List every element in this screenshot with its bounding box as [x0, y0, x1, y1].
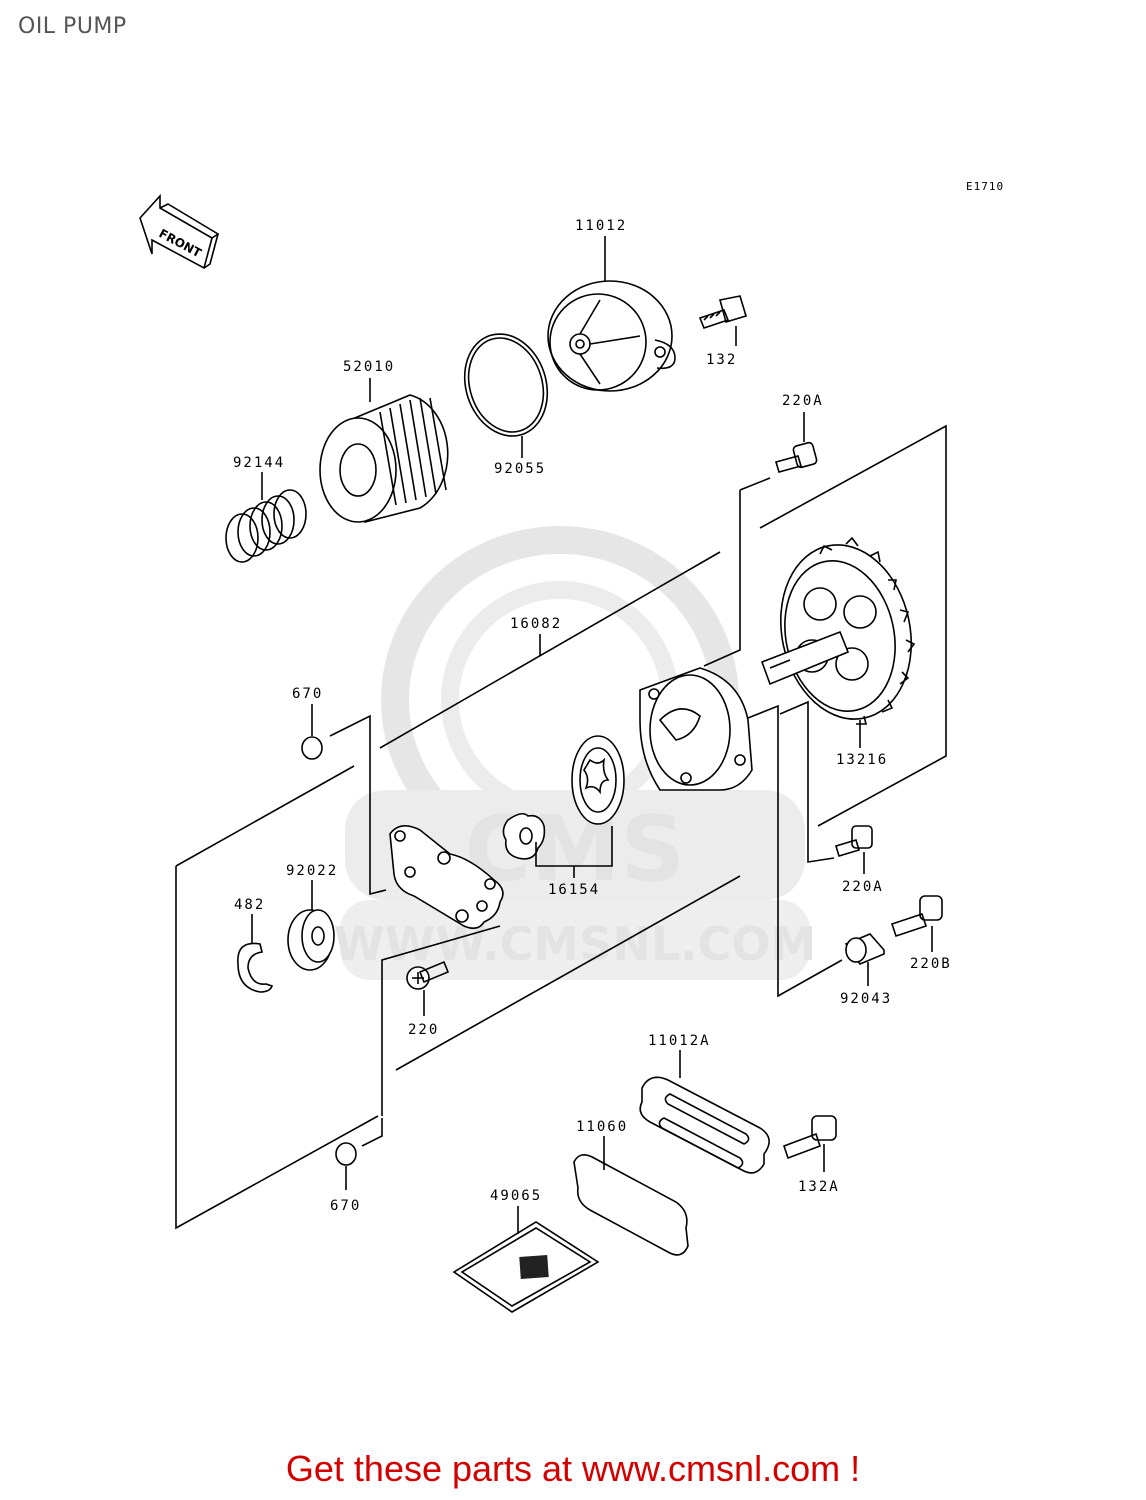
bolt-220a-mid-part: [835, 825, 873, 857]
dowel-92043-part: [844, 933, 885, 965]
part-label-13216: 13216: [836, 752, 888, 768]
o-ring-670-bottom-part: [335, 1142, 357, 1166]
part-label-49065: 49065: [490, 1188, 542, 1204]
oil-strainer-49065-part: [452, 1221, 600, 1313]
part-label-11012a: 11012A: [648, 1033, 711, 1049]
gasket-11060-part: [573, 1154, 689, 1256]
watermark-logo-text: CMS: [465, 797, 685, 902]
part-label-220: 220: [408, 1022, 439, 1038]
bolt-132-part: [698, 295, 747, 329]
spring-92144-part: [225, 489, 307, 563]
part-label-220a-top: 220A: [782, 393, 824, 409]
rotor-inner-part: [502, 812, 546, 860]
part-label-132a: 132A: [798, 1179, 840, 1195]
diagram-code: E1710: [966, 180, 1004, 193]
part-label-92022: 92022: [286, 863, 338, 879]
part-label-482: 482: [234, 897, 265, 913]
rotor-outer-part: [571, 735, 625, 825]
part-label-92144: 92144: [233, 455, 285, 471]
circlip-482-part: [237, 942, 274, 993]
part-label-11060: 11060: [576, 1119, 628, 1135]
bolt-220a-top-part: [774, 441, 818, 473]
part-label-220a-mid: 220A: [842, 879, 884, 895]
pump-body-16082-part: [639, 667, 753, 791]
part-label-92043: 92043: [840, 991, 892, 1007]
bolt-220b-part: [890, 895, 943, 938]
o-ring-670-top-part: [301, 736, 323, 760]
bolt-132a-part: [782, 1115, 837, 1160]
part-label-670-bottom: 670: [330, 1198, 361, 1214]
part-label-92055: 92055: [494, 461, 546, 477]
oil-pump-gear-13216-part: [760, 536, 916, 725]
page-title: OIL PUMP: [18, 14, 127, 39]
footer-parts-link[interactable]: Get these parts at www.cmsnl.com !: [285, 1448, 861, 1489]
pump-cover-plate-part: [389, 825, 504, 930]
assembly-boundary-lines: [175, 424, 947, 1230]
part-label-52010: 52010: [343, 359, 395, 375]
oil-pump-cover-part: [547, 280, 676, 392]
part-label-132: 132: [706, 352, 737, 368]
front-arrow-icon: FRONT: [139, 193, 220, 270]
part-label-16154: 16154: [548, 882, 600, 898]
watermark-url: WWW.CMSNL.COM: [334, 917, 817, 971]
part-label-670-top: 670: [292, 686, 323, 702]
part-label-16082: 16082: [510, 616, 562, 632]
oil-filter-52010-part: [319, 394, 449, 523]
part-label-11012: 11012: [575, 218, 627, 234]
bolt-220-part: [406, 960, 450, 990]
cmsnl-watermark: CMS WWW.CMSNL.COM: [334, 526, 817, 980]
part-label-220b: 220B: [910, 956, 952, 972]
washer-92022-part: [287, 909, 335, 971]
o-ring-92055-part: [463, 333, 549, 437]
cover-plate-11012a-part: [639, 1076, 770, 1174]
